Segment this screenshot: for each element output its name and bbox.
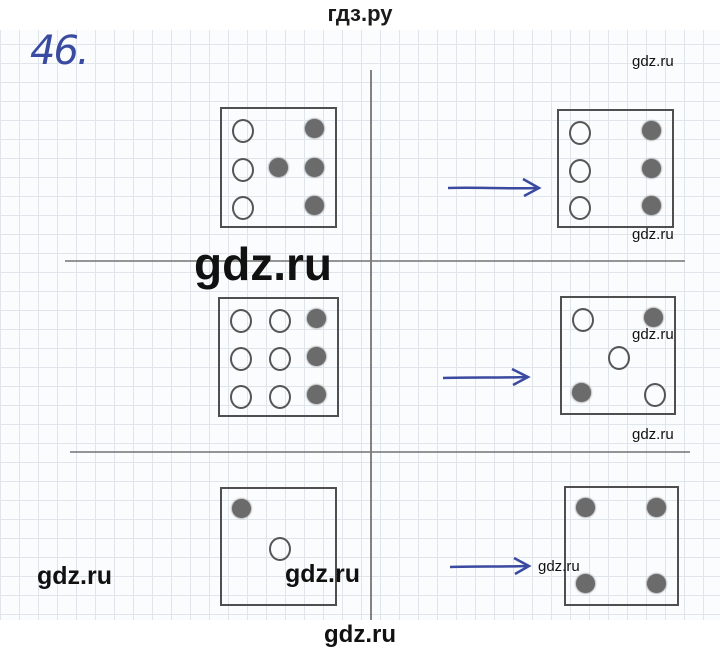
open-circle [569,196,591,220]
watermark: gdz.ru [632,226,674,243]
open-circle [230,309,252,333]
filled-circle [642,196,661,215]
footer-watermark: gdz.ru [324,621,396,648]
arrow-right-icon [442,367,531,387]
open-circle [232,196,254,220]
footer-bar [0,620,720,653]
open-circle [608,345,630,370]
horizontal-divider-2 [70,451,690,453]
puzzle-3-right-box [564,486,679,606]
open-circle [268,536,291,561]
watermark: gdz.ru [538,558,580,575]
watermark: gdz.ru [632,426,674,443]
arrow-right-icon [447,177,542,198]
filled-circle [305,119,324,138]
puzzle-2-right-box [560,296,676,415]
open-circle [569,121,591,145]
open-circle [569,158,591,183]
watermark: gdz.ru [632,53,674,70]
filled-circle [232,499,251,518]
filled-circle [305,157,324,177]
header-bar [0,0,720,30]
open-circle [230,347,252,371]
horizontal-divider-1 [65,260,685,262]
filled-circle [307,347,326,366]
watermark: gdz.ru [194,238,332,290]
filled-circle [647,498,666,517]
open-circle [268,309,291,333]
vertical-divider [370,70,372,620]
site-title: гдз.ру [327,1,393,26]
filled-circle [572,383,591,402]
watermark: gdz.ru [285,560,360,588]
filled-circle [642,121,661,140]
puzzle-3-left-box [220,487,337,606]
filled-circle [642,158,661,178]
open-circle [232,157,254,182]
watermark: gdz.ru [632,326,674,343]
open-circle [232,119,254,143]
open-circle [644,383,666,407]
open-circle [268,347,291,371]
open-circle [230,385,252,409]
filled-circle [307,385,326,404]
open-circle [572,308,594,332]
filled-circle [307,309,326,328]
filled-circle [576,574,595,593]
puzzle-1-left-box [220,107,337,228]
open-circle [268,385,291,409]
filled-circle [268,157,288,177]
filled-circle [576,498,595,517]
watermark: gdz.ru [37,562,112,590]
task-number: 46. [30,28,90,74]
filled-circle [644,308,663,327]
filled-circle [647,574,666,593]
puzzle-2-left-box [218,297,339,417]
puzzle-1-right-box [557,109,674,228]
arrow-right-icon [449,556,532,576]
filled-circle [305,196,324,215]
